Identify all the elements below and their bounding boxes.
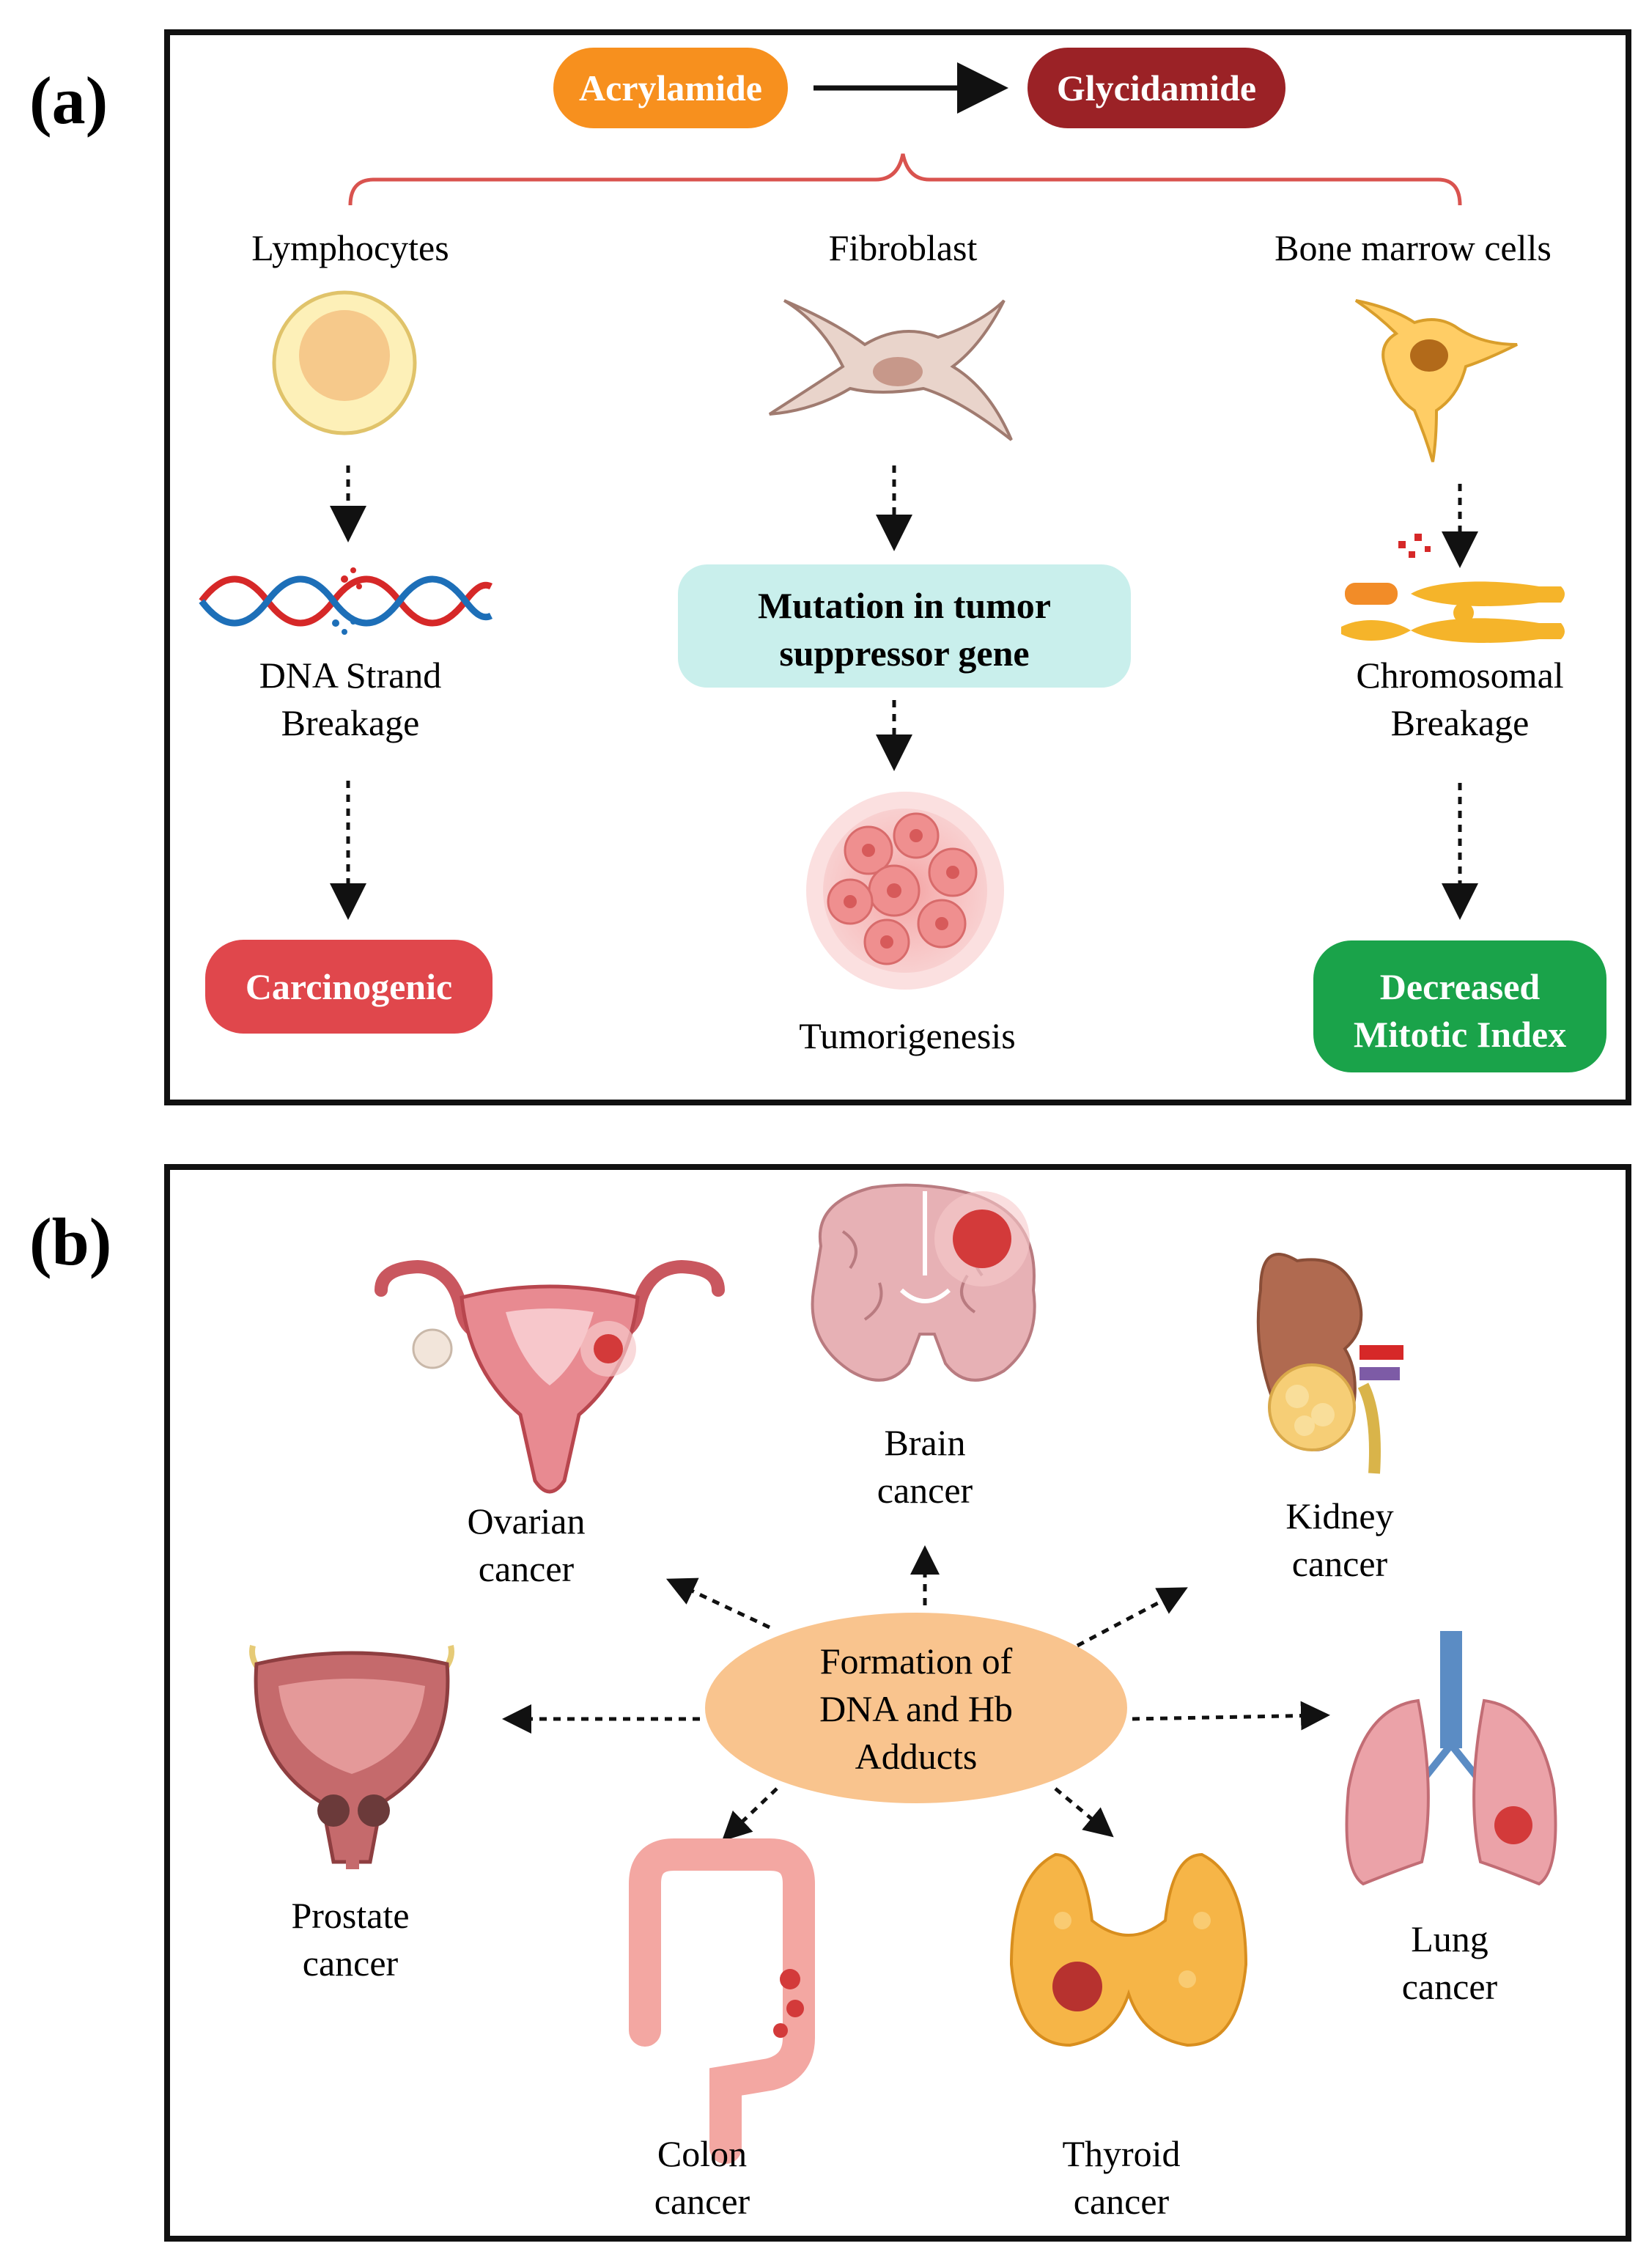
chromo-line1: Chromosomal (1356, 655, 1563, 696)
acrylamide-badge: Acrylamide (553, 48, 788, 128)
center-line1: Formation of (820, 1641, 1013, 1682)
arrow-to-thyroid (1054, 1787, 1114, 1838)
thyroid-line1: Thyroid (1062, 2133, 1180, 2174)
prostate-line1: Prostate (291, 1895, 409, 1936)
adducts-ellipse: Formation of DNA and Hb Adducts (705, 1613, 1127, 1803)
mutation-line1: Mutation in tumor (758, 585, 1051, 626)
prostate-icon (249, 1645, 454, 1869)
lung-line2: cancer (1402, 1966, 1498, 2007)
thyroid-icon (1009, 1852, 1248, 2047)
panel-b-label: (b) (29, 1204, 111, 1279)
mutation-line2: suppressor gene (779, 633, 1029, 674)
ovarian-line2: cancer (479, 1548, 575, 1589)
brace-connector (348, 153, 1462, 206)
tumorigenesis-label: Tumorigenesis (799, 1015, 1015, 1056)
lymphocyte-cell-icon (272, 290, 417, 435)
panel-b-frame (164, 1164, 1631, 2242)
glycidamide-label: Glycidamide (1057, 67, 1256, 108)
dna-break-line2: Breakage (281, 702, 420, 743)
brain-icon (811, 1183, 1036, 1382)
fibroblast-cell-icon (768, 299, 1013, 441)
tumor-mass-icon (806, 792, 1004, 990)
prostate-line2: cancer (303, 1943, 399, 1984)
lung-icon (1345, 1631, 1557, 1886)
colon-icon (629, 1838, 815, 2164)
arrow-to-kidney (1076, 1587, 1188, 1648)
center-line3: Adducts (855, 1736, 978, 1777)
panel-a-label: (a) (29, 63, 108, 138)
brain-line2: cancer (877, 1470, 973, 1511)
bone-marrow-cell-icon (1354, 299, 1518, 463)
kidney-line1: Kidney (1285, 1495, 1393, 1536)
panel-a-frame (164, 29, 1631, 1105)
mutation-box: Mutation in tumor suppressor gene (678, 564, 1131, 688)
chromosome-icon (1341, 534, 1565, 643)
ovarian-line1: Ovarian (467, 1501, 585, 1542)
dna-helix-icon (199, 567, 493, 635)
thyroid-line2: cancer (1074, 2181, 1170, 2222)
dna-break-line1: DNA Strand (259, 655, 442, 696)
colon-line2: cancer (654, 2181, 750, 2222)
fibroblast-label: Fibroblast (829, 227, 978, 268)
arrow-to-ovarian (665, 1577, 771, 1630)
lung-line1: Lung (1411, 1918, 1488, 1959)
mitotic-line1: Decreased (1380, 966, 1541, 1007)
brain-line1: Brain (884, 1422, 965, 1463)
kidney-line2: cancer (1292, 1543, 1388, 1584)
mitotic-line2: Mitotic Index (1354, 1014, 1566, 1055)
mitotic-badge: Decreased Mitotic Index (1313, 940, 1606, 1072)
uterus-icon (375, 1259, 725, 1494)
carcinogenic-label: Carcinogenic (246, 966, 452, 1007)
glycidamide-badge: Glycidamide (1028, 48, 1285, 128)
acrylamide-label: Acrylamide (579, 67, 762, 108)
arrow-to-colon (721, 1787, 778, 1841)
colon-line1: Colon (657, 2133, 747, 2174)
chromo-line2: Breakage (1391, 702, 1530, 743)
carcinogenic-badge: Carcinogenic (205, 940, 492, 1034)
lymphocytes-label: Lymphocytes (251, 227, 449, 268)
center-line2: DNA and Hb (819, 1688, 1013, 1729)
bone-marrow-label: Bone marrow cells (1274, 227, 1552, 268)
kidney-icon (1256, 1253, 1403, 1474)
arrow-to-lung (1132, 1701, 1330, 1731)
